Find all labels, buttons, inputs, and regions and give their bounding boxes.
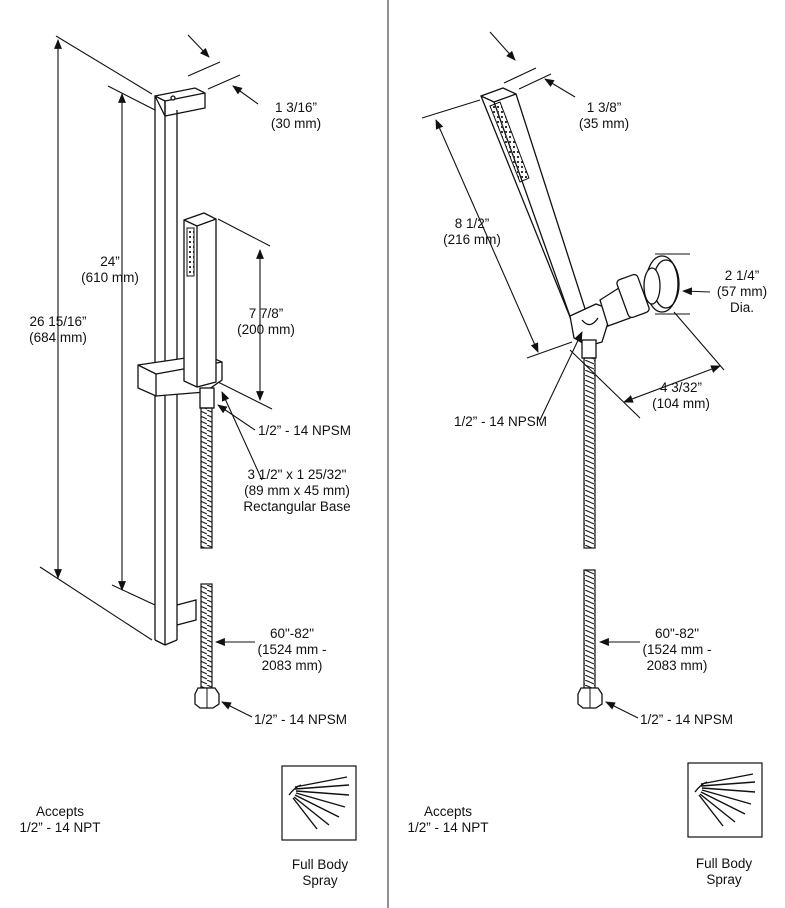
thread-label-top-left: 1/2” - 14 NPSM — [258, 423, 352, 438]
thread-label-top-right: 1/2” - 14 NPSM — [454, 414, 548, 429]
dim-top-width-right: 1 3/8” (35 mm) — [578, 100, 630, 131]
full-body-spray-icon — [281, 765, 357, 841]
dim-projection: 4 3/32” (104 mm) — [652, 380, 710, 411]
thread-label-bottom-left: 1/2” - 14 NPSM — [254, 712, 348, 727]
dim-overall-height: 26 15/16” (684 mm) — [29, 314, 87, 345]
full-body-spray-icon-right — [687, 762, 763, 838]
hose-length-label-right: 60"-82" (1524 mm - 2083 mm) — [642, 626, 712, 673]
dim-flange-diameter: 2 1/4” (57 mm) Dia. — [716, 268, 768, 315]
thread-label-bottom-right: 1/2” - 14 NPSM — [640, 712, 734, 727]
hose-left — [194, 407, 220, 709]
dim-handshower-length-left: 7 7/8” (200 mm) — [237, 306, 295, 337]
slide-bar-assembly — [137, 87, 223, 646]
hose-length-label-left: 60"-82" (1524 mm - 2083 mm) — [257, 626, 327, 673]
dim-bar-length: 24” (610 mm) — [81, 254, 139, 285]
dim-top-width-left: 1 3/16” (30 mm) — [270, 100, 322, 131]
spray-label-left: Full Body Spray — [291, 857, 349, 888]
accepts-label-left: Accepts 1/2” - 14 NPT — [19, 804, 101, 835]
dim-handshower-length-right: 8 1/2” (216 mm) — [443, 216, 501, 247]
spray-label-right: Full Body Spray — [695, 856, 753, 887]
hose-right — [577, 357, 603, 709]
accepts-label-right: Accepts 1/2” - 14 NPT — [407, 804, 489, 835]
base-dimension-label: 3 1/2" x 1 25/32" (89 mm x 45 mm) Rectan… — [243, 467, 351, 514]
